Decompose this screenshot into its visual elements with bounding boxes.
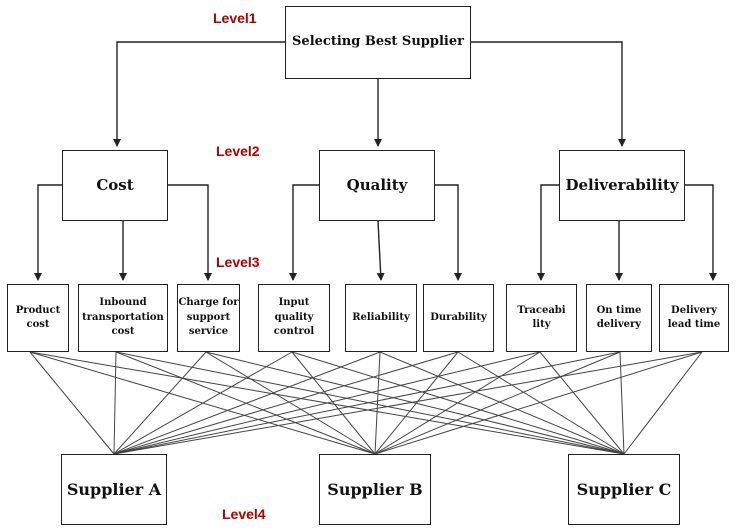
link-sub7-to-supplier-b <box>374 351 541 455</box>
arrow-goal-to-deliverability <box>471 41 626 147</box>
arrow-cost-to-support-charge <box>168 184 212 281</box>
link-sub1-to-supplier-a <box>29 351 115 455</box>
link-sub2-to-supplier-c <box>115 351 625 455</box>
link-sub8-to-supplier-a <box>113 351 621 455</box>
link-sub8-to-supplier-b <box>374 351 621 455</box>
link-sub9-to-supplier-c <box>623 351 703 455</box>
link-sub7-to-supplier-a <box>113 351 541 455</box>
arrow-quality-to-input-control <box>289 184 319 281</box>
subcriterion-durability: Durability <box>423 284 494 352</box>
alternative-supplier-c: Supplier C <box>568 454 680 525</box>
link-sub3-to-supplier-a <box>113 351 207 455</box>
link-sub2-to-supplier-b <box>115 351 376 455</box>
subcriterion-delivery-lead-time: Delivery lead time <box>659 284 729 352</box>
link-sub2-to-supplier-a <box>113 351 117 455</box>
criterion-node-cost: Cost <box>62 150 168 221</box>
subcriterion-inbound-transportation-cost: Inbound transportation cost <box>78 284 168 352</box>
subcriterion-reliability: Reliability <box>345 284 417 352</box>
level4-label: Level4 <box>222 506 266 522</box>
subcriterion-charge-support-service: Charge for support service <box>177 284 240 352</box>
level2-label: Level2 <box>216 143 260 159</box>
link-sub9-to-supplier-b <box>374 351 703 455</box>
arrow-deliverability-to-lead-time <box>685 184 717 281</box>
subcriterion-input-quality-control: Input quality control <box>258 284 330 352</box>
link-sub3-to-supplier-c <box>205 351 625 455</box>
subcriterion-traceability: Traceabi lity <box>506 284 577 352</box>
link-sub3-to-supplier-b <box>205 351 376 455</box>
alternative-supplier-b: Supplier B <box>319 454 431 525</box>
criterion-node-quality: Quality <box>319 150 435 221</box>
link-sub6-to-supplier-a <box>113 351 459 455</box>
alternative-supplier-a: Supplier A <box>61 454 167 525</box>
link-sub9-to-supplier-a <box>113 351 703 455</box>
link-sub5-to-supplier-a <box>113 351 381 455</box>
subcriterion-on-time-delivery: On time delivery <box>586 284 652 352</box>
criterion-node-deliverability: Deliverability <box>559 150 685 221</box>
arrow-quality-to-reliability <box>376 220 385 281</box>
link-sub7-to-supplier-c <box>539 351 625 455</box>
link-sub6-to-supplier-b <box>374 351 459 455</box>
link-sub4-to-supplier-a <box>113 351 293 455</box>
arrow-goal-to-cost <box>113 41 285 147</box>
goal-node: Selecting Best Supplier <box>285 6 471 79</box>
subcriterion-product-cost: Product cost <box>7 284 69 352</box>
level1-label: Level1 <box>213 10 257 26</box>
link-sub8-to-supplier-c <box>619 351 625 455</box>
link-sub4-to-supplier-b <box>291 351 376 455</box>
arrow-quality-to-durability <box>435 184 462 281</box>
link-sub5-to-supplier-c <box>379 351 625 455</box>
link-sub6-to-supplier-c <box>457 351 625 455</box>
arrow-cost-to-product-cost <box>34 184 62 281</box>
arrow-deliverability-to-traceability <box>537 184 559 281</box>
level3-label: Level3 <box>216 254 260 270</box>
link-sub5-to-supplier-b <box>374 351 381 455</box>
